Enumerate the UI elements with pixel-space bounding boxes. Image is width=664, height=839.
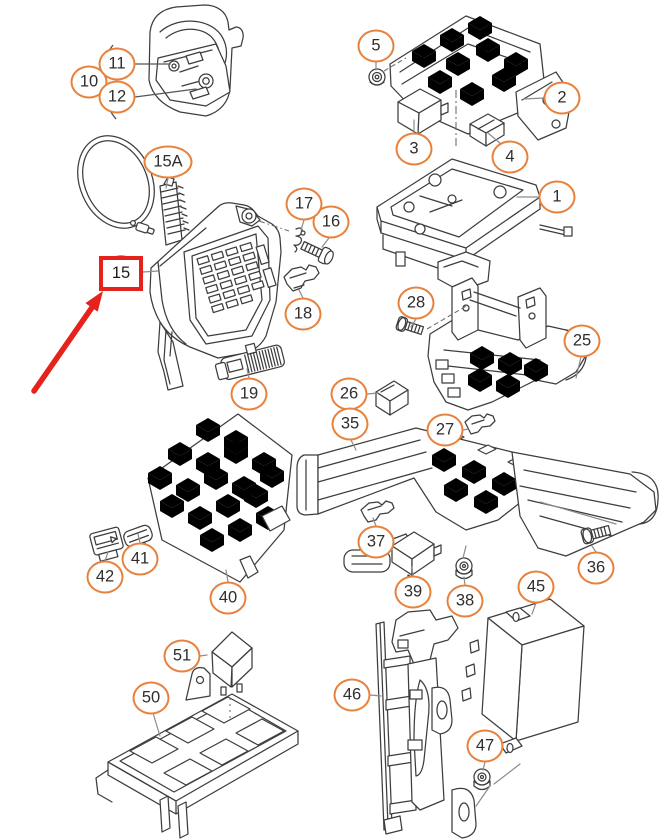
part-fuse-strip-19: [214, 342, 285, 381]
callout-19-label: 19: [239, 384, 259, 403]
part-clip-17: [293, 227, 306, 253]
part-clip-42: [89, 526, 124, 562]
part-clip-37: [360, 500, 395, 523]
part-relay-4: [469, 113, 505, 147]
callout-10-label: 10: [79, 72, 99, 91]
callout-40[interactable]: 40: [209, 581, 247, 615]
callout-11-label: 11: [108, 54, 126, 73]
callout-42[interactable]: 42: [86, 560, 124, 594]
part-bolt-36: [580, 524, 612, 545]
center-lines: [229, 57, 469, 720]
part-cover-assembly: [148, 4, 244, 117]
callout-18-label: 18: [293, 304, 313, 323]
part-bolt-28: [395, 316, 425, 336]
part-bolt-16: [300, 241, 334, 265]
callout-42-label: 42: [95, 567, 115, 586]
callout-3[interactable]: 3: [395, 132, 433, 166]
callout-2[interactable]: 2: [543, 81, 581, 115]
callout-50[interactable]: 50: [132, 681, 170, 715]
callout-47[interactable]: 47: [466, 729, 504, 763]
part-nut-47: [473, 768, 491, 791]
callout-11[interactable]: 11: [98, 47, 136, 81]
callout-39[interactable]: 39: [394, 575, 432, 609]
callout-41[interactable]: 41: [121, 542, 159, 576]
callout-5-label: 5: [371, 36, 381, 55]
part-relay-51: [211, 631, 253, 696]
callout-4-label: 4: [505, 147, 515, 166]
callout-38[interactable]: 38: [446, 584, 484, 618]
callout-50-label: 50: [141, 688, 161, 707]
callout-41-label: 41: [130, 549, 150, 568]
callout-15-highlighted[interactable]: 15: [99, 253, 143, 293]
callout-12[interactable]: 12: [98, 80, 136, 114]
callout-12-label: 12: [107, 87, 127, 106]
callout-1-label: 1: [552, 187, 562, 206]
highlight-arrow: [31, 291, 103, 394]
part-nut-38: [455, 557, 473, 580]
callout-36-label: 36: [586, 558, 606, 577]
callout-36[interactable]: 36: [577, 551, 615, 585]
part-bracket-46: [375, 609, 477, 839]
part-module-45: [461, 598, 585, 754]
part-fusebox-cover-15: [149, 202, 282, 391]
callout-45[interactable]: 45: [517, 570, 555, 604]
part-relay-plate-50: [95, 667, 299, 839]
callout-38-label: 38: [455, 591, 475, 610]
callout-25-label: 25: [572, 331, 592, 350]
callout-19[interactable]: 19: [230, 377, 268, 411]
callout-46-label: 46: [342, 685, 362, 704]
callout-25[interactable]: 25: [563, 324, 601, 358]
callout-17-label: 17: [294, 194, 314, 213]
part-relay-26: [375, 380, 409, 416]
callout-51-label: 51: [172, 646, 192, 665]
callout-5[interactable]: 5: [357, 29, 395, 63]
part-clip-18: [283, 264, 320, 292]
callout-37-label: 37: [366, 532, 386, 551]
callout-15a[interactable]: 15A: [143, 145, 193, 179]
callout-17[interactable]: 17: [285, 187, 323, 221]
callout-37[interactable]: 37: [357, 525, 395, 559]
part-clip-27: [464, 413, 496, 435]
part-mounting-plate-1: [376, 158, 573, 292]
callout-15-label: 15: [111, 263, 131, 282]
part-cable-loop: [77, 135, 155, 235]
callout-28-label: 28: [406, 293, 426, 312]
callout-28[interactable]: 28: [397, 286, 435, 320]
callout-15a-label: 15A: [153, 152, 183, 171]
callout-26[interactable]: 26: [330, 377, 368, 411]
highlight-box: 15: [99, 255, 143, 291]
part-carrier-35: [296, 427, 659, 573]
callout-45-label: 45: [526, 577, 546, 596]
callout-47-label: 47: [475, 736, 495, 755]
part-contact-comb-15a: [159, 176, 190, 246]
part-nut-5: [368, 68, 386, 86]
callout-4[interactable]: 4: [491, 140, 529, 174]
callout-51[interactable]: 51: [163, 639, 201, 673]
callout-39-label: 39: [403, 582, 423, 601]
callout-35-label: 35: [340, 414, 360, 433]
callout-2-label: 2: [557, 88, 567, 107]
callout-46[interactable]: 46: [333, 678, 371, 712]
callout-26-label: 26: [339, 384, 359, 403]
part-bracket-25: [427, 277, 589, 411]
callout-1[interactable]: 1: [538, 180, 576, 214]
callout-27[interactable]: 27: [426, 413, 464, 447]
callout-18[interactable]: 18: [284, 297, 322, 331]
leader-lines: [104, 61, 617, 807]
callout-16-label: 16: [321, 212, 341, 231]
part-fuse-block-40: [147, 413, 293, 583]
callout-27-label: 27: [435, 420, 455, 439]
callout-40-label: 40: [218, 588, 238, 607]
callout-35[interactable]: 35: [331, 407, 369, 441]
callout-3-label: 3: [409, 139, 419, 158]
